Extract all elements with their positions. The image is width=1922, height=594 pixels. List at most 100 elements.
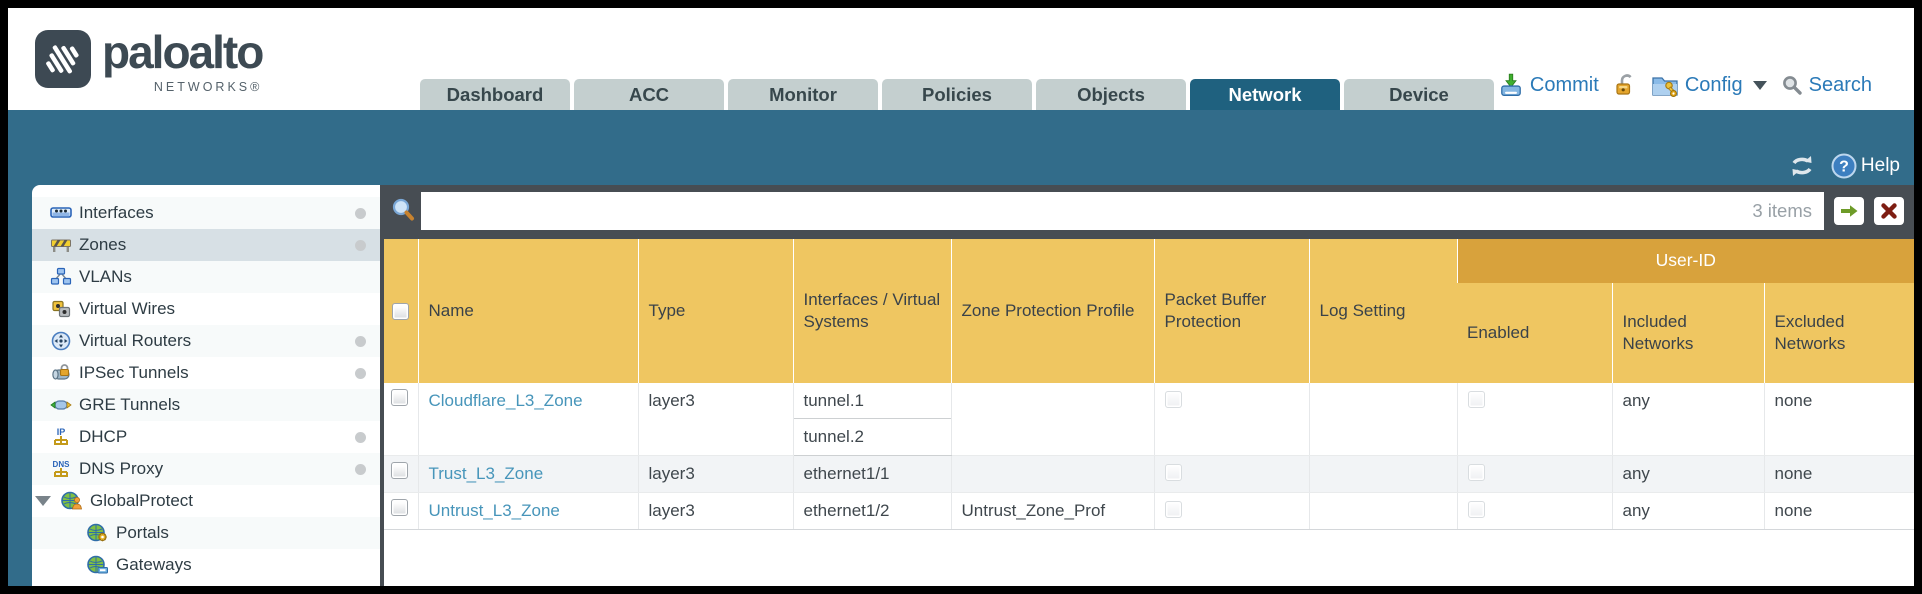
sidebar-item-dhcp[interactable]: IP DHCP bbox=[32, 421, 380, 453]
virtual-wires-icon bbox=[50, 299, 72, 319]
utility-bar: Commit bbox=[1498, 72, 1872, 98]
cell-name: Trust_L3_Zone bbox=[417, 455, 638, 493]
status-dot bbox=[355, 239, 366, 251]
sidebar-item-ipsec-tunnels[interactable]: IPSec Tunnels bbox=[32, 357, 380, 389]
search-button[interactable]: Search bbox=[1781, 74, 1872, 97]
cell-enabled bbox=[1456, 492, 1612, 530]
sidebar-item-virtual-wires[interactable]: Virtual Wires bbox=[32, 293, 380, 325]
cell-log_setting bbox=[1308, 383, 1457, 456]
clear-x-icon bbox=[1880, 202, 1898, 220]
packet_buffer_protection-checkbox[interactable] bbox=[1164, 464, 1182, 481]
select-all-checkbox[interactable] bbox=[392, 302, 410, 320]
gre-tunnels-icon bbox=[50, 395, 72, 415]
cell-zone_protection_profile bbox=[950, 383, 1154, 456]
tab-dashboard[interactable]: Dashboard bbox=[420, 79, 570, 110]
user-id-group-header: User-ID bbox=[1456, 239, 1914, 283]
column-header-interfaces[interactable]: Interfaces / Virtual Systems bbox=[792, 239, 951, 383]
apply-filter-button[interactable] bbox=[1834, 197, 1864, 225]
sidebar-item-label: Zones bbox=[79, 235, 127, 254]
cell-zone_protection_profile: Untrust_Zone_Prof bbox=[950, 492, 1154, 530]
cell-zone_protection_profile bbox=[950, 455, 1154, 493]
cell-name: Untrust_L3_Zone bbox=[417, 492, 638, 530]
tab-monitor[interactable]: Monitor bbox=[728, 79, 878, 110]
sidebar-item-label: DNS Proxy bbox=[79, 459, 164, 478]
sidebar-item-gateways[interactable]: Gateways bbox=[32, 549, 380, 581]
column-header-included_networks[interactable]: Included Networks bbox=[1611, 283, 1764, 383]
enabled-checkbox[interactable] bbox=[1467, 501, 1485, 518]
brand-subtitle: NETWORKS® bbox=[153, 80, 263, 94]
cell-included_networks: any bbox=[1611, 492, 1764, 530]
cell-packet_buffer_protection bbox=[1153, 492, 1309, 530]
tab-objects[interactable]: Objects bbox=[1036, 79, 1186, 110]
sidebar-item-label: DHCP bbox=[79, 427, 128, 446]
row-select-checkbox[interactable] bbox=[391, 462, 408, 479]
commit-button[interactable]: Commit bbox=[1498, 72, 1599, 98]
zone-name-link[interactable]: Trust_L3_Zone bbox=[428, 464, 544, 483]
sidebar-item-gre-tunnels[interactable]: GRE Tunnels bbox=[32, 389, 380, 421]
filter-bar: 3 items bbox=[384, 185, 1914, 239]
sidebar-item-vlans[interactable]: VLANs bbox=[32, 261, 380, 293]
status-dot bbox=[355, 207, 366, 219]
cell-excluded_networks: none bbox=[1763, 383, 1914, 456]
cell-type: layer3 bbox=[637, 455, 793, 493]
column-header-enabled[interactable]: Enabled bbox=[1457, 283, 1612, 383]
filter-input[interactable] bbox=[421, 192, 1753, 230]
cell-select bbox=[384, 383, 418, 456]
refresh-button[interactable] bbox=[1787, 153, 1817, 179]
row-select-checkbox[interactable] bbox=[391, 499, 408, 516]
content-area: 3 items bbox=[380, 185, 1914, 586]
row-select-checkbox[interactable] bbox=[391, 389, 408, 406]
zone-name-link[interactable]: Cloudflare_L3_Zone bbox=[428, 391, 583, 410]
help-button[interactable]: ? Help bbox=[1831, 153, 1900, 179]
dhcp-icon: IP bbox=[50, 427, 72, 447]
teal-toolbar: ? Help bbox=[8, 110, 1914, 185]
sidebar-item-label: Virtual Routers bbox=[79, 331, 192, 350]
cell-interfaces: ethernet1/2 bbox=[792, 492, 951, 530]
ipsec-tunnels-icon bbox=[50, 363, 72, 383]
column-header-type[interactable]: Type bbox=[637, 239, 793, 383]
sidebar-item-interfaces[interactable]: Interfaces bbox=[32, 197, 380, 229]
column-header-log_setting[interactable]: Log Setting bbox=[1308, 239, 1457, 383]
clear-filter-button[interactable] bbox=[1874, 197, 1904, 225]
toolbar-right: ? Help bbox=[1787, 153, 1900, 179]
column-header-zone_protection_profile[interactable]: Zone Protection Profile bbox=[950, 239, 1154, 383]
sidebar-item-virtual-routers[interactable]: Virtual Routers bbox=[32, 325, 380, 357]
cell-enabled bbox=[1456, 383, 1612, 456]
sidebar-item-label: IPSec Tunnels bbox=[79, 363, 189, 382]
svg-text:IP: IP bbox=[57, 427, 66, 437]
column-header-excluded_networks[interactable]: Excluded Networks bbox=[1763, 283, 1914, 383]
zone-name-link[interactable]: Untrust_L3_Zone bbox=[428, 501, 560, 520]
column-header-name[interactable]: Name bbox=[417, 239, 638, 383]
interfaces-icon bbox=[50, 203, 72, 223]
tab-policies[interactable]: Policies bbox=[882, 79, 1032, 110]
column-header-packet_buffer_protection[interactable]: Packet Buffer Protection bbox=[1153, 239, 1309, 383]
tab-acc[interactable]: ACC bbox=[574, 79, 724, 110]
cell-type: layer3 bbox=[637, 383, 793, 456]
cell-included_networks: any bbox=[1611, 383, 1764, 456]
tab-device[interactable]: Device bbox=[1344, 79, 1494, 110]
interface-entry: tunnel.1 bbox=[794, 383, 951, 419]
column-header-select[interactable] bbox=[384, 239, 418, 383]
sidebar-item-globalprotect[interactable]: GlobalProtect bbox=[32, 485, 380, 517]
paloalto-logo-icon bbox=[35, 30, 91, 88]
packet_buffer_protection-checkbox[interactable] bbox=[1164, 501, 1182, 518]
config-menu[interactable]: Config bbox=[1651, 72, 1767, 98]
lock-button[interactable] bbox=[1613, 72, 1637, 98]
enabled-checkbox[interactable] bbox=[1467, 391, 1485, 408]
tab-network[interactable]: Network bbox=[1190, 79, 1340, 110]
sidebar-item-label: VLANs bbox=[79, 267, 132, 286]
status-dot bbox=[355, 335, 366, 347]
expand-triangle-icon[interactable] bbox=[35, 496, 51, 506]
sidebar-item-zones[interactable]: Zones bbox=[32, 229, 380, 261]
sidebar-item-portals[interactable]: Portals bbox=[32, 517, 380, 549]
brand-name: paloalto bbox=[102, 26, 264, 78]
packet_buffer_protection-checkbox[interactable] bbox=[1164, 391, 1182, 408]
enabled-checkbox[interactable] bbox=[1467, 464, 1485, 481]
cell-packet_buffer_protection bbox=[1153, 383, 1309, 456]
